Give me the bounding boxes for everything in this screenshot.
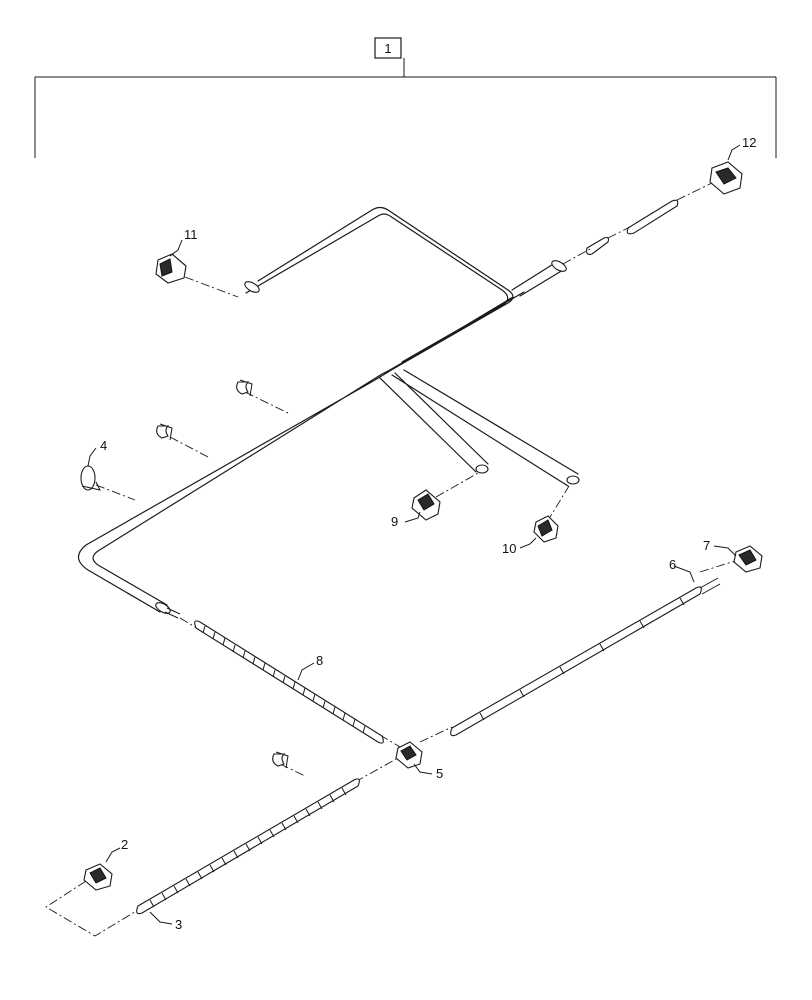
connector-7 [733,545,763,573]
clip-4 [80,465,101,491]
connector-9 [411,489,441,521]
callout-10: 10 [502,541,516,556]
callout-4: 4 [100,438,107,453]
connection-lines [45,180,739,937]
callout-12: 12 [742,135,756,150]
leader-lines [87,144,741,925]
tube-6 [450,577,721,737]
connector-11 [155,253,187,284]
callout-6: 6 [669,557,676,572]
callout-7: 7 [703,538,710,553]
tube-3 [136,778,360,915]
harness-clips [156,379,289,769]
callout-1: 1 [384,41,391,56]
assembly-bracket: 1 [34,37,777,158]
connector-10 [533,515,559,543]
callout-8: 8 [316,653,323,668]
connector-12 [709,161,743,195]
connector-5 [395,741,423,769]
tube-8 [194,620,384,744]
callout-5: 5 [436,766,443,781]
callout-2: 2 [121,837,128,852]
callout-9: 9 [391,514,398,529]
callout-3: 3 [175,917,182,932]
connector-2 [83,863,113,891]
main-harness [77,206,580,619]
sleeve-segment [586,199,679,255]
callout-11: 11 [184,227,198,242]
